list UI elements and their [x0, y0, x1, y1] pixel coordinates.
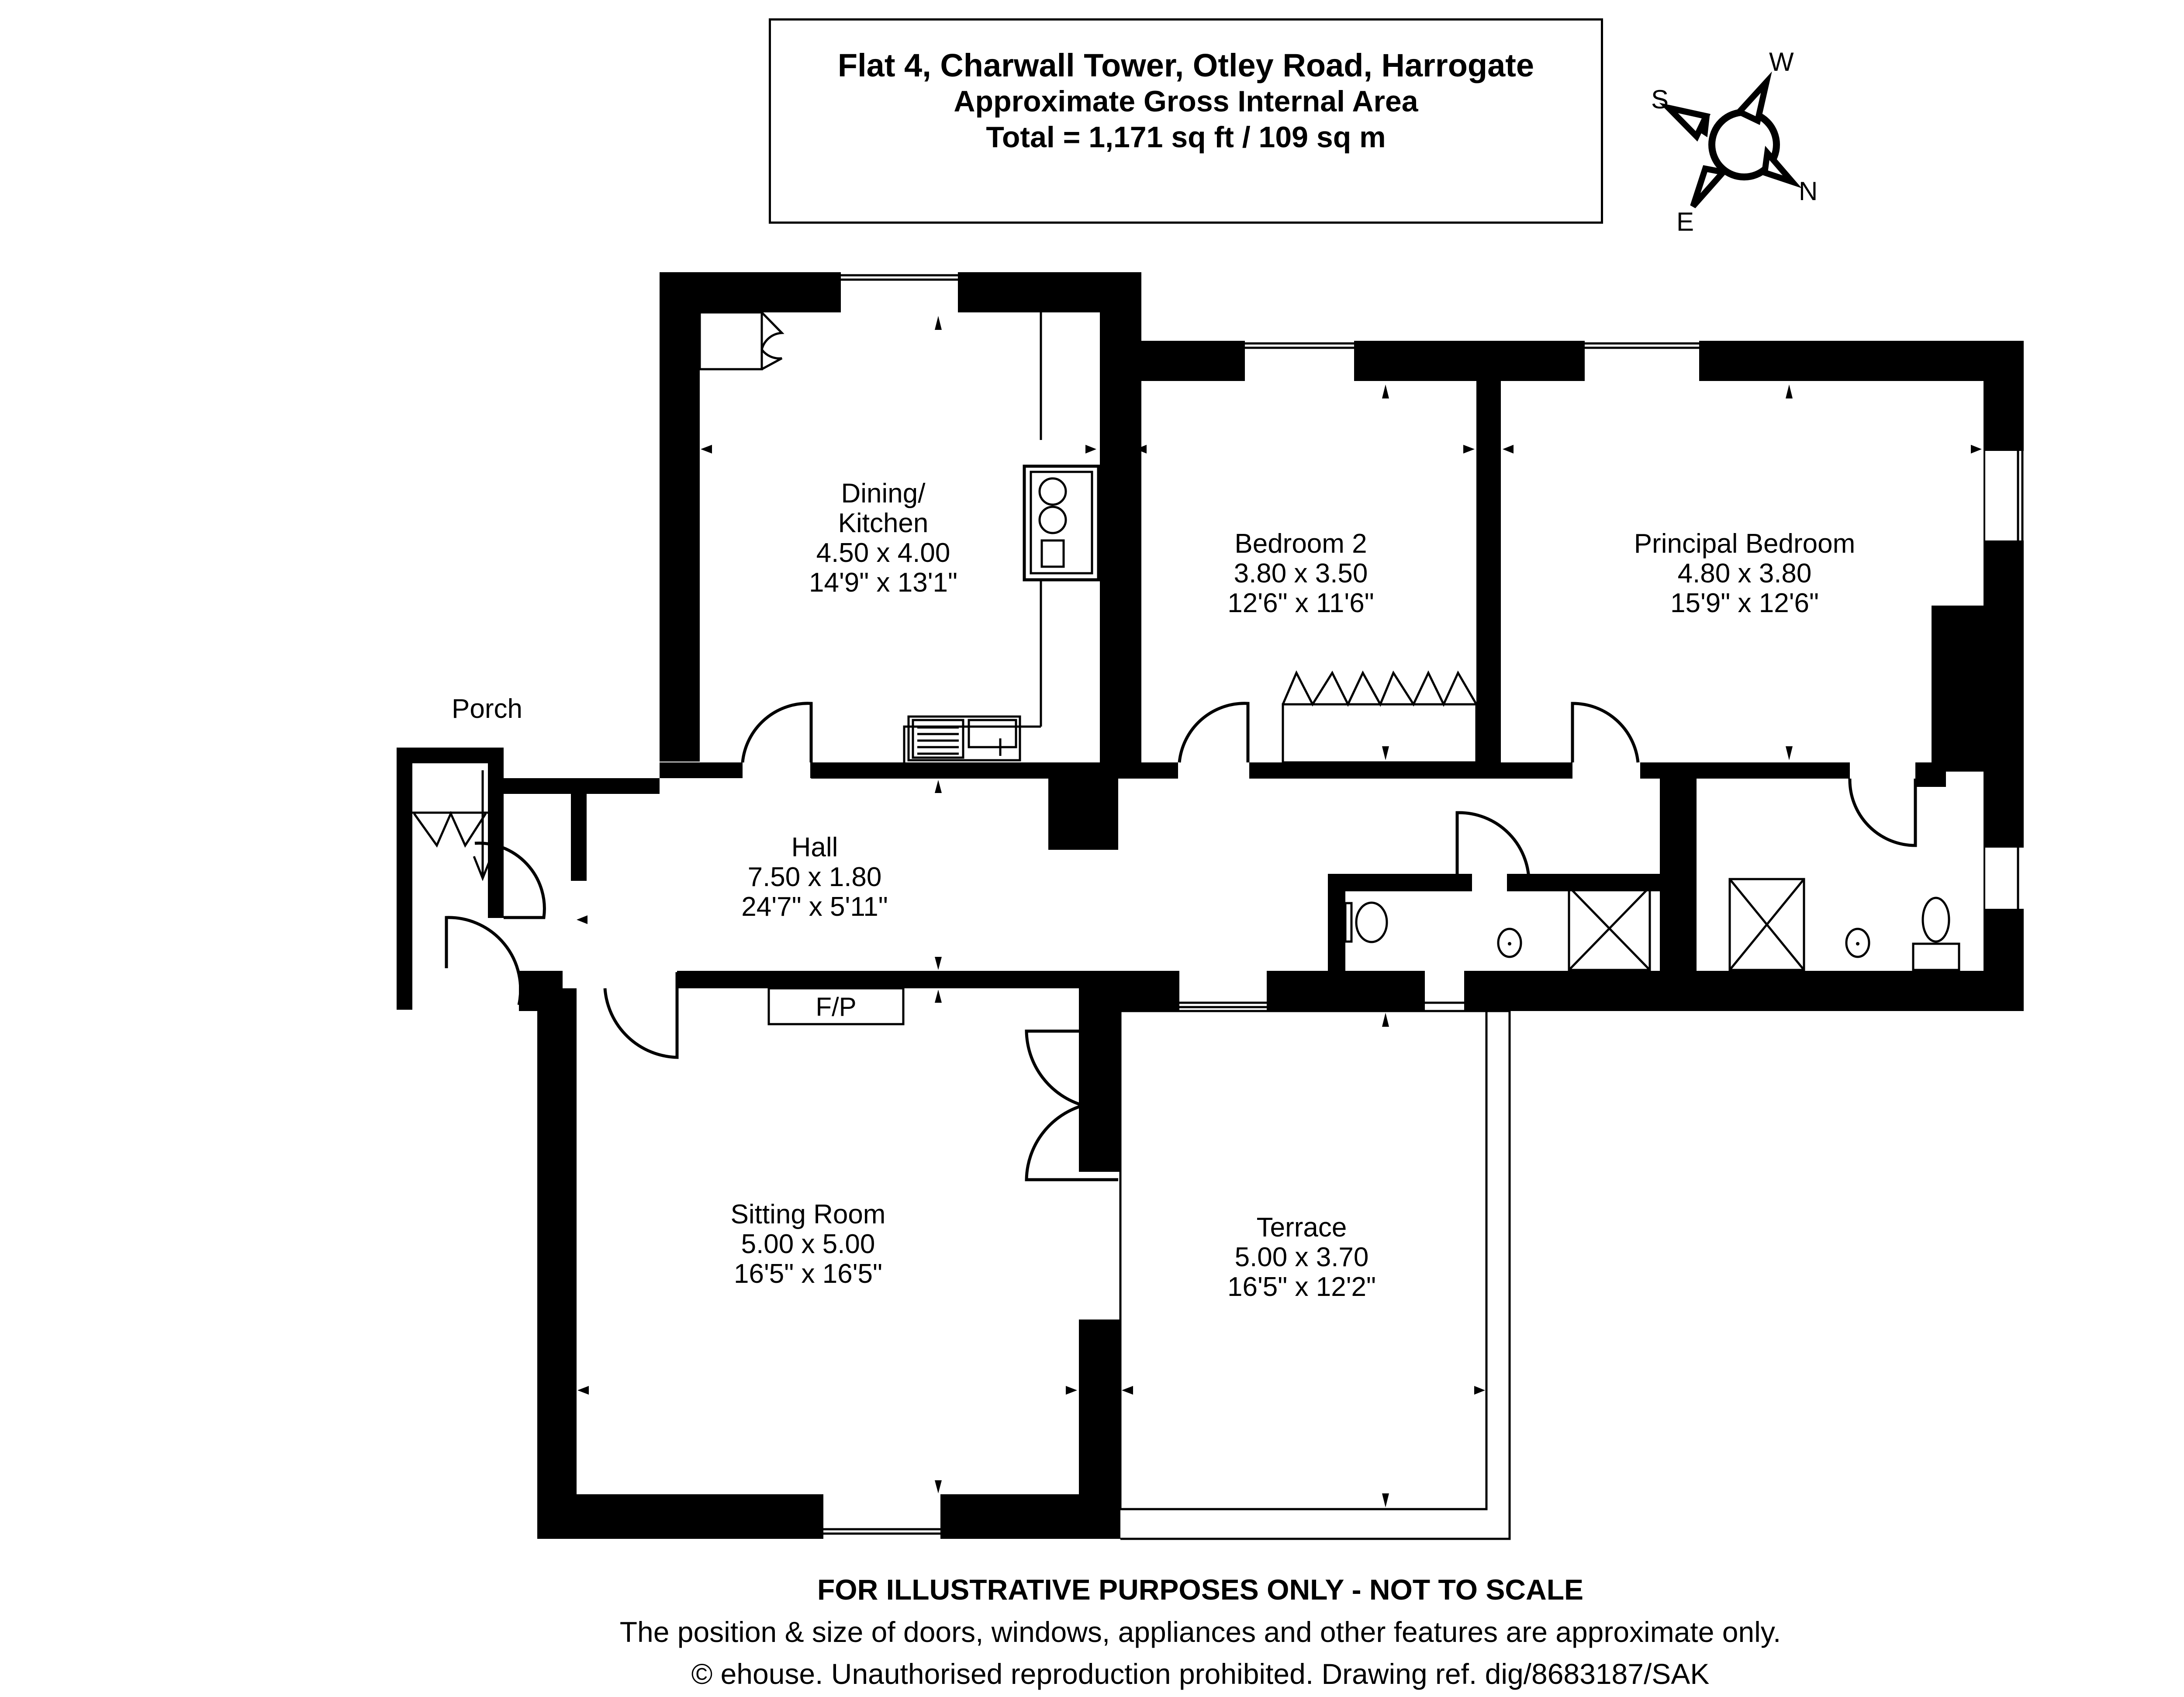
- toilet-icon: [1344, 901, 1388, 943]
- room-metric: 3.80 x 3.50: [1234, 558, 1368, 589]
- room-name: Principal Bedroom: [1634, 529, 1856, 559]
- title-box: Flat 4, Charwall Tower, Otley Road, Harr…: [769, 18, 1603, 224]
- fixtures: [412, 311, 1960, 1540]
- toilet-icon: [1912, 897, 1960, 971]
- total-area: Total = 1,171 sq ft / 109 sq m: [986, 121, 1386, 154]
- room-sitting-room: Sitting Room 5.00 x 5.00 16'5" x 16'5": [731, 1199, 886, 1289]
- room-metric: 7.50 x 1.80: [748, 862, 882, 892]
- walls: [397, 272, 2024, 1539]
- dimension-arrows: [577, 316, 1982, 1507]
- room-porch: Porch: [452, 694, 522, 724]
- room-metric: 5.00 x 5.00: [741, 1229, 875, 1259]
- room-terrace: Terrace 5.00 x 3.70 16'5" x 12'2": [1227, 1212, 1376, 1302]
- compass-label-e: E: [1676, 207, 1694, 236]
- basin-icon: [1497, 928, 1522, 958]
- room-metric: 4.80 x 3.80: [1678, 558, 1812, 589]
- shower-icon: [1728, 878, 1805, 971]
- approximation-note: The position & size of doors, windows, a…: [619, 1616, 1781, 1648]
- shower-icon: [1568, 886, 1651, 971]
- room-name: Kitchen: [838, 508, 929, 538]
- room-principal-bedroom: Principal Bedroom 4.80 x 3.80 15'9" x 12…: [1634, 529, 1856, 618]
- room-imperial: 16'5" x 12'2": [1227, 1272, 1376, 1302]
- fireplace-icon: [767, 987, 905, 1025]
- compass-label-n: N: [1799, 177, 1818, 206]
- room-metric: 5.00 x 3.70: [1235, 1242, 1369, 1272]
- room-name: Hall: [791, 832, 838, 862]
- disclaimer: FOR ILLUSTRATIVE PURPOSES ONLY - NOT TO …: [817, 1573, 1584, 1606]
- area-subtitle: Approximate Gross Internal Area: [954, 85, 1418, 118]
- room-imperial: 14'9" x 13'1": [809, 568, 957, 598]
- room-name: Bedroom 2: [1234, 529, 1367, 559]
- room-bedroom-2: Bedroom 2 3.80 x 3.50 12'6" x 11'6": [1227, 529, 1374, 618]
- room-imperial: 12'6" x 11'6": [1227, 588, 1374, 618]
- room-imperial: 16'5" x 16'5": [734, 1259, 882, 1289]
- fireplace-label: F/P: [816, 992, 856, 1022]
- compass-label-s: S: [1651, 85, 1669, 114]
- property-address: Flat 4, Charwall Tower, Otley Road, Harr…: [837, 47, 1534, 83]
- compass-icon: W S N E: [1651, 47, 1818, 236]
- room-name: Terrace: [1257, 1212, 1347, 1243]
- room-name: Dining/: [841, 478, 926, 509]
- basin-icon: [1845, 928, 1870, 958]
- windows: [823, 272, 2024, 1539]
- room-dining-kitchen: Dining/ Kitchen 4.50 x 4.00 14'9" x 13'1…: [809, 478, 957, 598]
- room-imperial: 15'9" x 12'6": [1670, 588, 1819, 618]
- sink-icon: [907, 715, 1021, 762]
- copyright-notice: © ehouse. Unauthorised reproduction proh…: [691, 1658, 1710, 1690]
- room-imperial: 24'7" x 5'11": [741, 892, 888, 922]
- hob-icon: [1023, 464, 1100, 582]
- room-hall: Hall 7.50 x 1.80 24'7" x 5'11": [741, 832, 888, 922]
- room-name: Porch: [452, 694, 522, 724]
- room-name: Sitting Room: [731, 1199, 886, 1229]
- room-metric: 4.50 x 4.00: [816, 538, 950, 568]
- compass-label-w: W: [1769, 47, 1794, 76]
- doors: [445, 702, 1917, 1181]
